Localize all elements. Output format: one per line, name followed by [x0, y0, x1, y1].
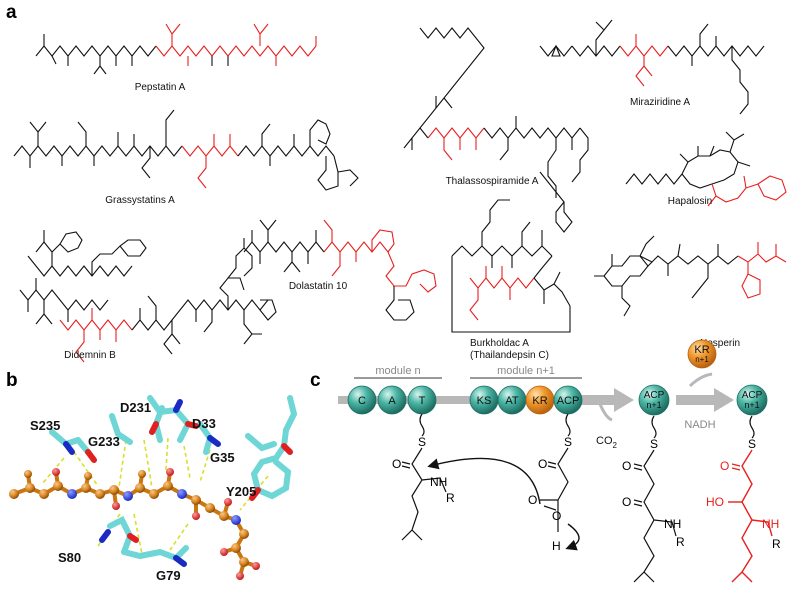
atom-ho: HO [706, 495, 724, 509]
arrow-condensation [427, 457, 541, 505]
module-n1-label: module n+1 [497, 365, 555, 377]
nadh-label: NADH [684, 419, 715, 431]
structure-grassystatin [13, 109, 359, 191]
label-hapalosin: Hapalosin [668, 196, 712, 207]
enzyme-binding-site: D231 S235 G233 D33 G35 Y205 S80 G79 [9, 395, 298, 583]
label-pepstatin: Pepstatin A [135, 82, 186, 93]
atom-o-3: O [528, 493, 537, 507]
structure-burkholdac [451, 199, 571, 333]
domain-a: A [388, 395, 396, 407]
structure-t-bound [401, 413, 447, 541]
panel-label-b: b [6, 370, 18, 391]
acp-final [736, 384, 768, 416]
atom-s-4: S [748, 437, 756, 451]
structure-dolastatin [243, 219, 437, 321]
atom-s-1: S [418, 435, 426, 449]
structure-didemnin [19, 230, 277, 363]
acp-intermediate [638, 384, 670, 416]
residue-label-d231: D231 [120, 400, 151, 415]
kr-enzyme-sub: n+1 [695, 355, 709, 364]
atom-s-2: S [564, 435, 572, 449]
residue-label-g35: G35 [210, 450, 235, 465]
structure-ketoacyl [633, 415, 677, 583]
structure-nosperin [594, 235, 787, 317]
atom-h-1: H [552, 539, 561, 553]
atom-o-7: O [720, 459, 729, 473]
co2-label: CO2 [596, 435, 618, 450]
residue-label-s80: S80 [58, 550, 81, 565]
label-dolastatin: Dolastatin 10 [289, 281, 348, 292]
label-burkholdac-2: (Thailandepsin C) [470, 350, 549, 361]
module-n1-domains: KS AT KR ACP [469, 385, 583, 415]
residue-label-y205: Y205 [226, 484, 256, 499]
module-n-label: module n [375, 365, 420, 377]
label-miraziridine: Miraziridine A [630, 97, 690, 108]
acp-final-label: ACP [742, 390, 763, 401]
atom-s-3: S [650, 437, 658, 451]
domain-c: C [358, 395, 366, 407]
label-nosperin: Nosperin [700, 338, 740, 349]
atom-o-6: O [622, 495, 631, 509]
kr-enzyme [687, 339, 717, 369]
acp-final-sub: n+1 [744, 400, 759, 410]
structure-hapalosin [625, 131, 787, 207]
residue-label-g79: G79 [156, 568, 181, 583]
acp-intermediate-sub: n+1 [646, 400, 661, 410]
ligand-atoms [9, 468, 260, 580]
label-burkholdac-1: Burkholdac A [470, 338, 529, 349]
atom-o-1: O [392, 457, 401, 471]
atom-r-3: R [772, 537, 781, 551]
atom-nh-1: NH [430, 475, 447, 489]
structure-thalassospiramide [403, 27, 589, 233]
label-thalassospiramide: Thalassospiramide A [446, 176, 539, 187]
panel-label-a: a [6, 2, 17, 23]
atom-o-2: O [538, 457, 547, 471]
panel-label-c: c [310, 370, 321, 391]
pks-nrps-pathway: module n module n+1 C A T KS AT KR [338, 339, 781, 583]
structure-pepstatin [35, 23, 317, 75]
atom-nh-3: NH [762, 517, 779, 531]
residue-label-g233: G233 [88, 434, 120, 449]
arrow-decarbox-curl [565, 523, 580, 551]
arrow-decarboxylation [614, 388, 634, 412]
domain-ks: KS [477, 395, 492, 407]
ligand-sticks [13, 471, 257, 577]
acp-intermediate-label: ACP [644, 390, 665, 401]
structure-reduced [728, 449, 773, 583]
label-grassystatin: Grassystatins A [105, 195, 175, 206]
module-n-domains: C A T [347, 385, 437, 415]
arrow-reduction [714, 388, 734, 412]
domain-at: AT [505, 395, 519, 407]
structure-malonyl [540, 413, 571, 532]
kr-enzyme-label: KR [694, 344, 709, 356]
atom-r-1: R [446, 491, 455, 505]
structure-miraziridine [539, 19, 765, 115]
atom-nh-2: NH [664, 517, 681, 531]
residue-label-d33: D33 [192, 416, 216, 431]
atom-r-2: R [676, 535, 685, 549]
label-didemnin: Didemnin B [64, 350, 116, 361]
residue-label-s235: S235 [30, 418, 60, 433]
atom-o-4: O [552, 509, 561, 523]
domain-acp: ACP [557, 395, 580, 407]
atom-o-5: O [622, 459, 631, 473]
domain-t: T [419, 395, 426, 407]
domain-kr: KR [532, 395, 547, 407]
